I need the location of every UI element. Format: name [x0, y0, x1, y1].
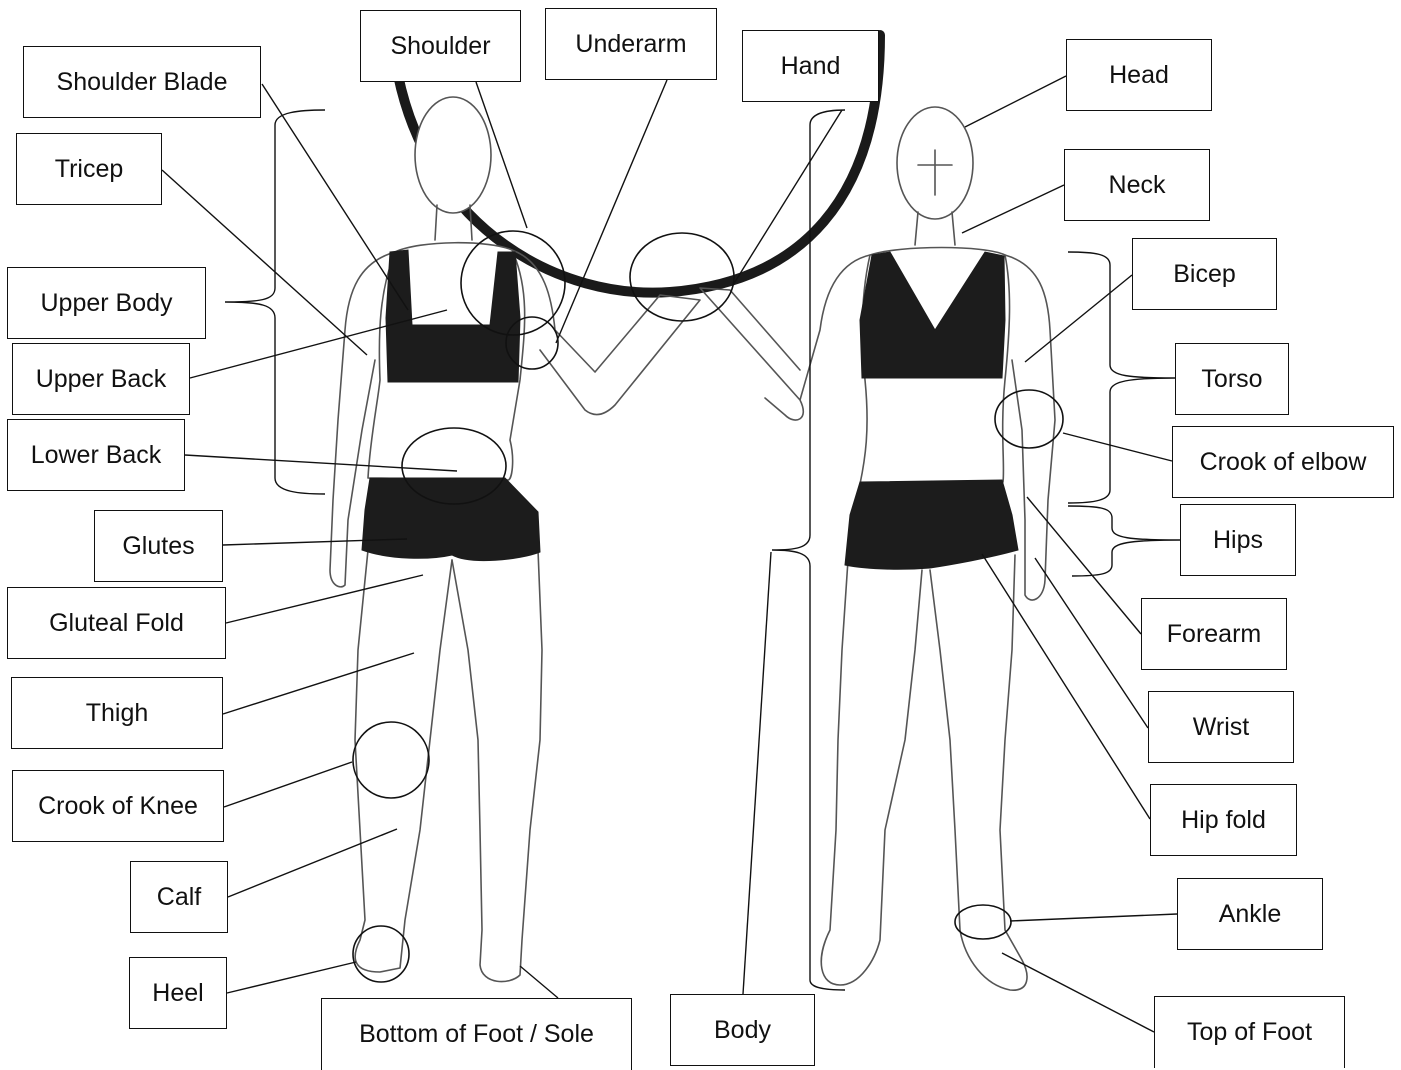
back-figure — [329, 96, 701, 983]
crook-of-elbow-circle — [994, 389, 1064, 449]
label-ankle: Ankle — [1177, 878, 1323, 950]
crook-of-knee-circle — [352, 721, 430, 799]
label-thigh: Thigh — [11, 677, 223, 749]
label-crook-of-knee: Crook of Knee — [12, 770, 224, 842]
label-hips: Hips — [1180, 504, 1296, 576]
ankle-circle — [954, 904, 1012, 940]
label-glutes: Glutes — [94, 510, 223, 582]
upper-body-brace — [224, 109, 326, 495]
label-upper-body: Upper Body — [7, 267, 206, 339]
lower-back-circle — [401, 427, 507, 505]
label-shoulder: Shoulder — [360, 10, 521, 82]
label-gluteal-fold: Gluteal Fold — [7, 587, 226, 659]
shoulder-circle — [460, 230, 566, 336]
label-bicep: Bicep — [1132, 238, 1277, 310]
label-hand: Hand — [742, 30, 879, 102]
label-calf: Calf — [130, 861, 228, 933]
leader-lines — [161, 75, 1178, 1033]
label-upper-back: Upper Back — [12, 343, 190, 415]
label-head: Head — [1066, 39, 1212, 111]
label-tricep: Tricep — [16, 133, 162, 205]
label-wrist: Wrist — [1148, 691, 1294, 763]
label-forearm: Forearm — [1141, 598, 1287, 670]
label-crook-of-elbow: Crook of elbow — [1172, 426, 1394, 498]
label-lower-back: Lower Back — [7, 419, 185, 491]
hand-circle — [629, 232, 735, 322]
heel-circle — [352, 925, 410, 983]
label-hip-fold: Hip fold — [1150, 784, 1297, 856]
front-figure — [699, 106, 1056, 991]
label-shoulder-blade: Shoulder Blade — [23, 46, 261, 118]
label-neck: Neck — [1064, 149, 1210, 221]
label-top-of-foot: Top of Foot — [1154, 996, 1345, 1068]
body-brace — [771, 109, 846, 991]
label-bottom-of-foot: Bottom of Foot / Sole — [321, 998, 632, 1070]
label-underarm: Underarm — [545, 8, 717, 80]
label-heel: Heel — [129, 957, 227, 1029]
label-torso: Torso — [1175, 343, 1289, 415]
underarm-circle — [505, 316, 559, 370]
label-body: Body — [670, 994, 815, 1066]
